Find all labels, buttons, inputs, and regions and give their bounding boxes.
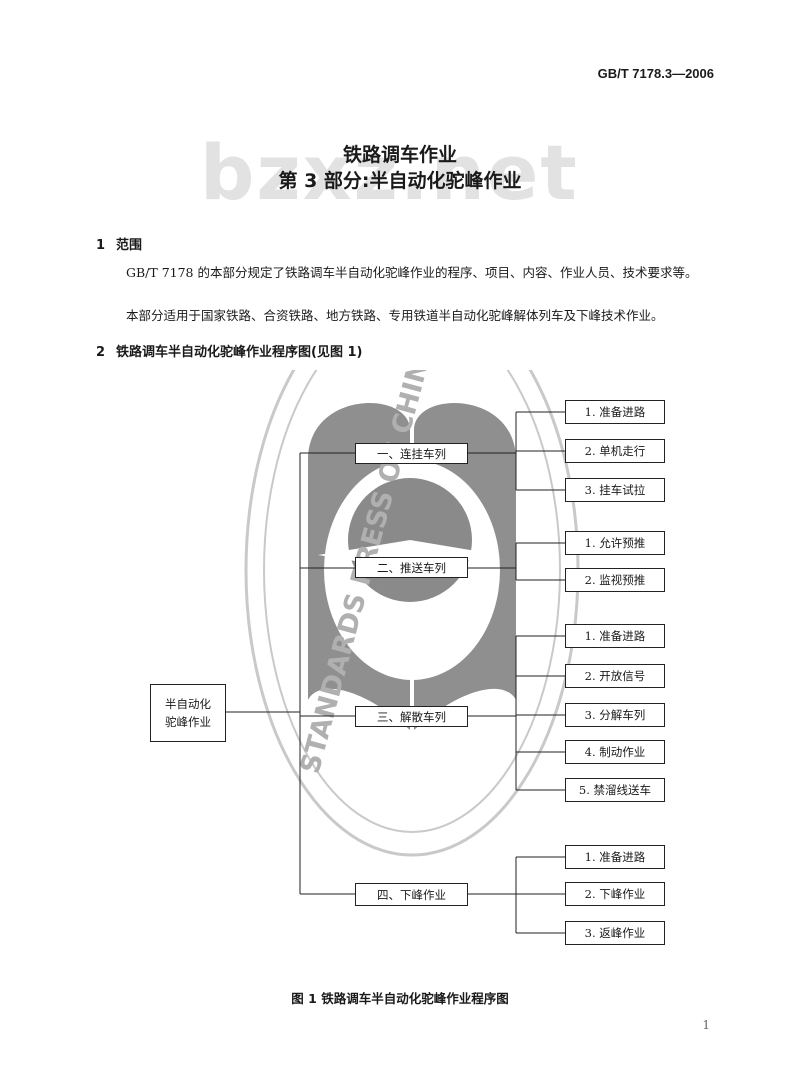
paragraph-scope-1: GB/T 7178 的本部分规定了铁路调车半自动化驼峰作业的程序、项目、内容、作… [126,265,698,280]
figure-caption: 图 1 铁路调车半自动化驼峰作业程序图 [291,991,509,1006]
stage-3-node: 三、解散车列 [355,706,468,727]
step-node: 1. 准备进路 [565,400,665,424]
section-number: 2 [96,345,106,360]
section-title: 范围 [116,238,143,253]
step-node: 1. 准备进路 [565,845,665,869]
paragraph-scope-2: 本部分适用于国家铁路、合资铁路、地方铁路、专用铁道半自动化驼峰解体列车及下峰技术… [126,308,664,323]
section-1-heading: 1 范围 [96,234,142,253]
step-node: 3. 返峰作业 [565,921,665,945]
step-node: 2. 监视预推 [565,568,665,592]
step-node: 2. 单机走行 [565,439,665,463]
document-title: 铁路调车作业 [342,144,457,166]
root-node: 半自动化 驼峰作业 [150,684,226,742]
stage-2-node: 二、推送车列 [355,557,468,578]
standard-number: GB/T 7178.3—2006 [597,66,714,81]
document-subtitle: 第 3 部分:半自动化驼峰作业 [278,170,522,192]
step-node: 1. 准备进路 [565,624,665,648]
stage-4-node: 四、下峰作业 [355,883,468,906]
step-node: 4. 制动作业 [565,740,665,764]
step-node: 2. 开放信号 [565,664,665,688]
section-title: 铁路调车半自动化驼峰作业程序图(见图 1) [116,345,363,360]
step-node: 2. 下峰作业 [565,882,665,906]
step-node: 3. 挂车试拉 [565,478,665,502]
step-node: 1. 允许预推 [565,531,665,555]
section-2-heading: 2 铁路调车半自动化驼峰作业程序图(见图 1) [96,341,362,360]
page-number: 1 [702,1018,710,1032]
seal-inner-ring [263,370,561,833]
section-number: 1 [96,238,106,253]
watermark-site-text: bzxz.net [200,128,579,217]
stage-1-node: 一、连挂车列 [355,443,468,464]
step-node: 5. 禁溜线送车 [565,778,665,802]
flowchart: STANDARDS PRESS OF CHINA [0,370,800,970]
step-node: 3. 分解车列 [565,703,665,727]
connector-lines [226,411,565,934]
